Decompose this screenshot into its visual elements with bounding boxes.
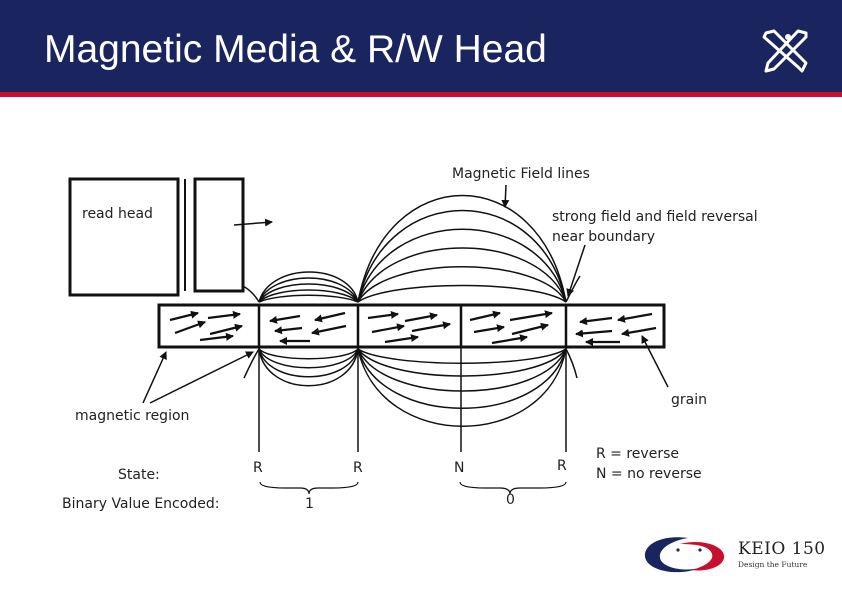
read-head	[68, 177, 245, 297]
state-value: R	[557, 458, 567, 474]
grain-label: grain	[671, 392, 707, 408]
state-value: N	[454, 460, 464, 476]
logo-subtitle: Design the Future	[738, 560, 808, 569]
pen-and-pencil-icon	[762, 29, 808, 73]
binary-value: 0	[506, 492, 515, 508]
field-lines-lower	[243, 348, 578, 427]
title-bar	[0, 0, 842, 92]
legend-no-reverse: N = no reverse	[596, 466, 702, 482]
field-lines-upper	[242, 194, 581, 303]
annotation-pointers	[142, 184, 669, 404]
encoding-braces	[259, 481, 567, 495]
head-motion-arrow	[233, 218, 273, 227]
magnetic-region-label: magnetic region	[75, 408, 189, 424]
keio-logo: KEIO 150 Design the Future	[640, 530, 825, 580]
state-boundary-lines	[258, 305, 567, 452]
title-bar-stripe	[0, 92, 842, 97]
strong-field-label-line1: strong field and field reversal	[552, 209, 758, 225]
state-label: State:	[118, 467, 160, 483]
field-lines-label: Magnetic Field lines	[452, 166, 590, 182]
state-value: R	[353, 460, 363, 476]
magnetic-media-strip	[157, 303, 666, 349]
strong-field-label-line2: near boundary	[552, 229, 655, 245]
read-head-label: read head	[82, 206, 153, 222]
legend-reverse: R = reverse	[596, 446, 679, 462]
grain-arrows	[169, 310, 657, 346]
keio-emblem-icon	[644, 537, 725, 573]
slide-title: Magnetic Media & R/W Head	[44, 28, 547, 71]
state-value: R	[253, 460, 263, 476]
binary-value-label: Binary Value Encoded:	[62, 496, 219, 512]
logo-text: KEIO 150	[738, 539, 826, 559]
binary-value: 1	[305, 496, 314, 512]
